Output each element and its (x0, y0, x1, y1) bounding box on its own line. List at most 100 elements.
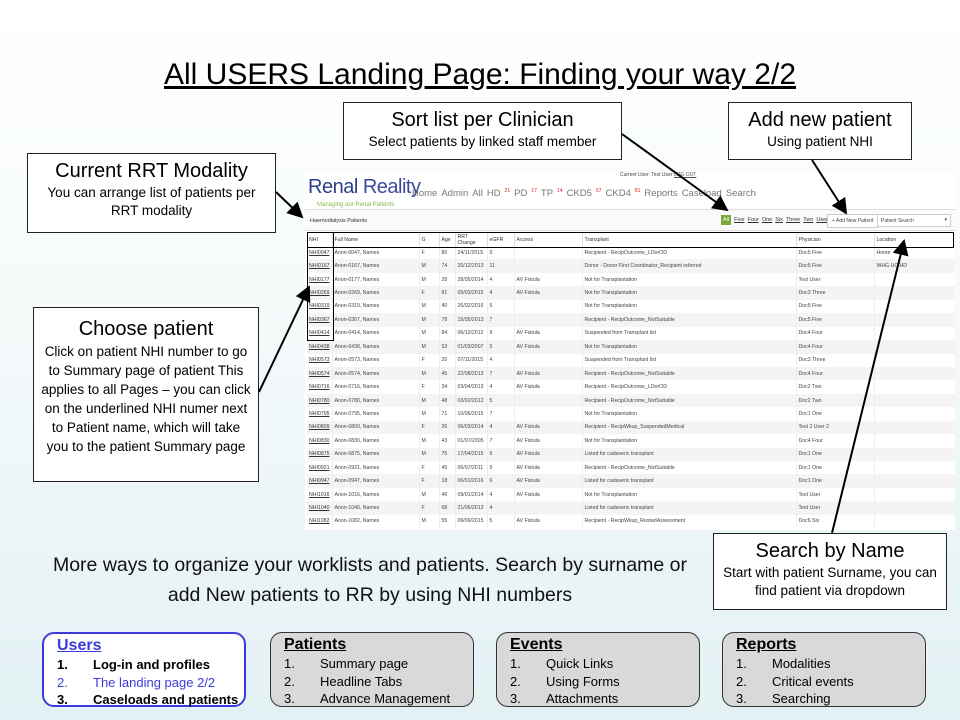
filter-one[interactable]: One (761, 217, 773, 223)
nav-item-home[interactable]: Home (412, 188, 438, 199)
nav-item-caseload[interactable]: Caseload (681, 188, 722, 199)
nhi-link[interactable]: NHI1016 (307, 487, 333, 502)
nhi-link[interactable]: NHI1040 (307, 501, 333, 515)
nhi-link[interactable]: NHI0809 (307, 420, 333, 435)
filter-user[interactable]: User (816, 217, 828, 223)
cell-egfr: 7 (487, 434, 515, 448)
nhi-link[interactable]: NHI0573 (307, 353, 333, 367)
cell-rrt-change: 03/04/2013 (455, 380, 488, 394)
section-link[interactable]: 3.Attachments (510, 690, 699, 708)
nhi-link[interactable]: NHI0269 (307, 286, 333, 300)
nhi-link[interactable]: NHI0574 (307, 366, 333, 381)
section-title[interactable]: Events (510, 636, 563, 653)
filter-two[interactable]: Two (803, 217, 814, 223)
nhi-link[interactable]: NHI0947 (307, 474, 333, 488)
item-number: 3. (57, 692, 68, 707)
column-header[interactable]: Access (514, 233, 583, 246)
column-header[interactable]: Transplant (582, 233, 797, 246)
cell-access (514, 246, 583, 260)
column-header[interactable]: Physician (796, 233, 875, 246)
section-title[interactable]: Patients (284, 636, 347, 653)
logout-link[interactable]: LOG OUT (673, 172, 697, 178)
section-link[interactable]: 3.Advance Management (284, 690, 473, 708)
cell-egfr: 4 (487, 420, 515, 435)
cell-age: 68 (439, 501, 456, 515)
nav-item-ckd4[interactable]: CKD4 (605, 188, 631, 199)
nhi-link[interactable]: NHI0716 (307, 380, 333, 394)
nhi-link[interactable]: NHI0047 (307, 246, 333, 260)
nav-item-search[interactable]: Search (725, 188, 756, 199)
nav-item-reports[interactable]: Reports (644, 188, 678, 199)
cell-rrt-change: 22/08/2013 (455, 366, 488, 381)
nhi-link[interactable]: NHI0795 (307, 407, 333, 421)
nhi-link[interactable]: NHI0921 (307, 461, 333, 475)
item-number: 3. (736, 691, 747, 706)
column-header[interactable]: RRT Change (455, 233, 488, 246)
nhi-link[interactable]: NHI1082 (307, 514, 333, 529)
nhi-link[interactable]: NHI0367 (307, 313, 333, 327)
nhi-link[interactable]: NHI0319 (307, 299, 333, 314)
section-link[interactable]: 2.The landing page 2/2 (57, 674, 244, 692)
nav-item-tp[interactable]: TP (540, 188, 554, 199)
section-title[interactable]: Reports (736, 636, 797, 653)
cell-age: 48 (439, 393, 456, 408)
cell-access: AV Fistula (514, 474, 583, 488)
section-link[interactable]: 2.Using Forms (510, 673, 699, 691)
filter-four[interactable]: Four (747, 217, 759, 223)
filter-three[interactable]: Three (785, 217, 801, 223)
section-link[interactable]: 2.Headline Tabs (284, 673, 473, 691)
item-label: Summary page (320, 656, 409, 671)
nhi-link[interactable]: NHI0875 (307, 447, 333, 461)
column-header[interactable]: eGFR (487, 233, 515, 246)
add-new-patient-button[interactable]: + Add New Patient (827, 214, 879, 228)
nhi-link[interactable]: NHI0780 (307, 393, 333, 408)
callout-text: Start with patient Surname, you can find… (723, 565, 937, 598)
nhi-link[interactable]: NHI0167 (307, 259, 333, 273)
nav-item-all[interactable]: All (472, 188, 483, 199)
app-screenshot: Renal Reality Managing our Renal Patient… (305, 172, 955, 530)
cell-age: 45 (439, 366, 456, 381)
cell-egfr: 5 (487, 447, 515, 461)
cell-transplant: Not for Transplantation (582, 299, 797, 314)
column-header[interactable]: NHI (307, 233, 333, 246)
column-header[interactable]: G (419, 233, 440, 246)
nav-item-ckd5[interactable]: CKD5 (566, 188, 592, 199)
nhi-link[interactable]: NHI0830 (307, 434, 333, 448)
nav-item-hd[interactable]: HD (486, 188, 501, 199)
section-link[interactable]: 1.Summary page (284, 655, 473, 673)
filter-all[interactable]: All (721, 215, 732, 225)
cell-transplant: Not for Transplantation (582, 286, 797, 300)
cell-transplant: Not for Transplantation (582, 272, 797, 287)
cell-access: AV Fistula (514, 286, 583, 300)
section-link[interactable]: 3.Caseloads and patients (57, 691, 244, 709)
filter-six[interactable]: Six (775, 217, 783, 223)
cell-physician: Doc3 Three (796, 286, 875, 300)
nhi-link[interactable]: NHI0414 (307, 326, 333, 341)
nav-item-admin[interactable]: Admin (441, 188, 469, 199)
cell-full-name: Anon-0875, Names (332, 447, 420, 461)
section-link[interactable]: 1.Log-in and profiles (57, 656, 244, 674)
nhi-link[interactable]: NHI0177 (307, 272, 333, 287)
cell-transplant: Not for Transplantation (582, 487, 797, 502)
cell-full-name: Anon-0167, Names (332, 259, 420, 273)
section-link[interactable]: 1.Quick Links (510, 655, 699, 673)
cell-transplant: Not for Transplantation (582, 340, 797, 354)
section-title[interactable]: Users (57, 637, 102, 654)
nav-item-pd[interactable]: PD (514, 188, 528, 199)
cell-egfr: 4 (487, 272, 515, 287)
section-link[interactable]: 1.Modalities (736, 655, 925, 673)
cell-transplant: Recipient - RecipOutcome_NotSuitable (582, 393, 797, 408)
cell-age: 43 (439, 434, 456, 448)
column-header[interactable]: Full Name (332, 233, 420, 246)
section-link[interactable]: 2.Critical events (736, 673, 925, 691)
section-link[interactable]: 3.Searching (736, 690, 925, 708)
nhi-link[interactable]: NHI0438 (307, 340, 333, 354)
patient-search-dropdown[interactable]: Patient Search▾ (877, 214, 951, 227)
filter-five[interactable]: Five (734, 217, 745, 223)
column-header[interactable]: Age (439, 233, 456, 246)
